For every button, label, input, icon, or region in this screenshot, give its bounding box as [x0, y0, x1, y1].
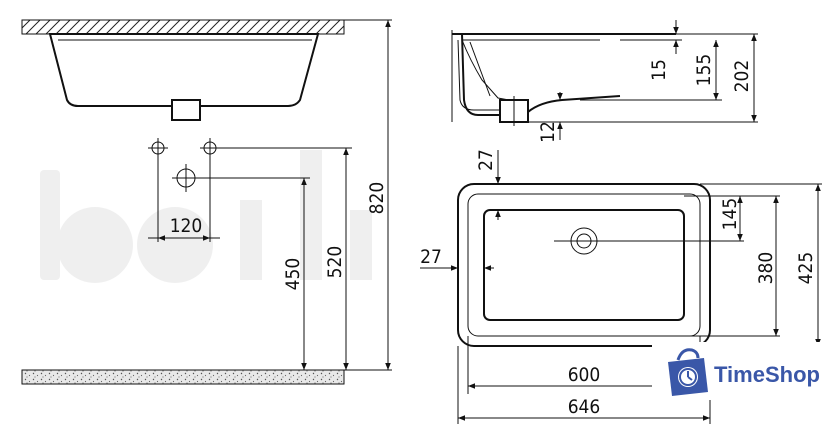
inner-basin [483, 209, 685, 321]
dim-520: 520 [324, 246, 346, 279]
tap-hole-left [148, 138, 168, 158]
dim-27-top: 27 [475, 149, 497, 171]
basin-section-outline [452, 33, 621, 123]
shopping-bag-clock-icon [668, 348, 708, 396]
top-view: 27 27 145 380 425 600 646 [420, 149, 822, 424]
basin-body [48, 33, 320, 107]
timeshop-logo[interactable]: TimeShop [652, 342, 834, 400]
side-section-view: 15 155 202 12 [451, 20, 758, 143]
drain-hole [172, 164, 200, 192]
floor [21, 369, 345, 385]
dim-202: 202 [731, 60, 753, 93]
dim-27-left: 27 [420, 246, 442, 268]
brand-name: TimeShop [714, 362, 820, 387]
dim-646: 646 [568, 396, 601, 418]
watermark [40, 150, 372, 283]
front-view: 120 450 520 820 [21, 19, 392, 385]
dim-155: 155 [693, 54, 715, 87]
dim-380: 380 [755, 252, 777, 285]
outer-rim [457, 183, 711, 347]
dim-600: 600 [568, 364, 601, 386]
dim-12: 12 [537, 121, 559, 143]
dim-145: 145 [719, 198, 741, 231]
dim-425: 425 [795, 252, 817, 285]
dim-120: 120 [170, 215, 203, 237]
dim-15: 15 [648, 59, 670, 81]
dim-820: 820 [366, 182, 388, 215]
tap-hole-right [200, 138, 220, 158]
dim-450: 450 [282, 258, 304, 291]
drain-stub [171, 99, 201, 121]
countertop-hatch [21, 19, 345, 35]
